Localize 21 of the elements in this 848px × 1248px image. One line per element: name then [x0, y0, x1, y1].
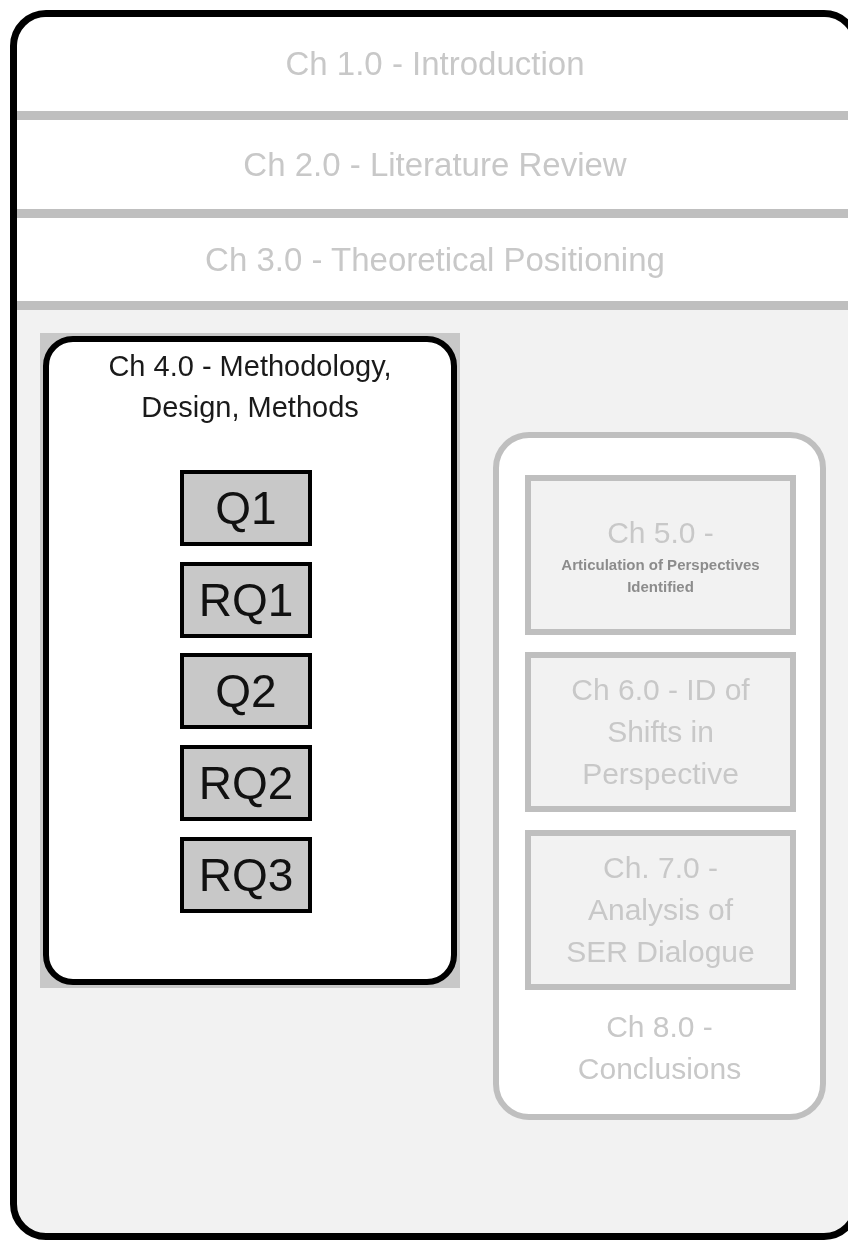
chapter-title: RQ3 — [198, 852, 294, 898]
chapter-box — [525, 830, 796, 990]
chapter-title: Q2 — [215, 668, 277, 714]
chapter-title: Articulation of Perspectives Identified — [560, 554, 761, 597]
chapter-band — [17, 17, 848, 120]
chapter-title: Q1 — [215, 485, 277, 531]
chapter-group — [493, 432, 826, 1120]
chapter-box — [525, 652, 796, 812]
chapter-band — [17, 120, 848, 218]
chapter-title: RQ1 — [198, 577, 294, 623]
chapter-title: RQ2 — [198, 760, 294, 806]
question-box — [180, 745, 312, 821]
question-box — [180, 837, 312, 913]
chapter-box — [525, 475, 796, 635]
question-box — [180, 470, 312, 546]
chapter-title: Ch 4.0 - Methodology, Design, Methods — [107, 349, 393, 425]
chapter-band — [17, 218, 848, 310]
question-box — [180, 562, 312, 638]
question-box — [180, 653, 312, 729]
outer-frame — [10, 10, 848, 1240]
chapter-panel — [40, 333, 460, 988]
